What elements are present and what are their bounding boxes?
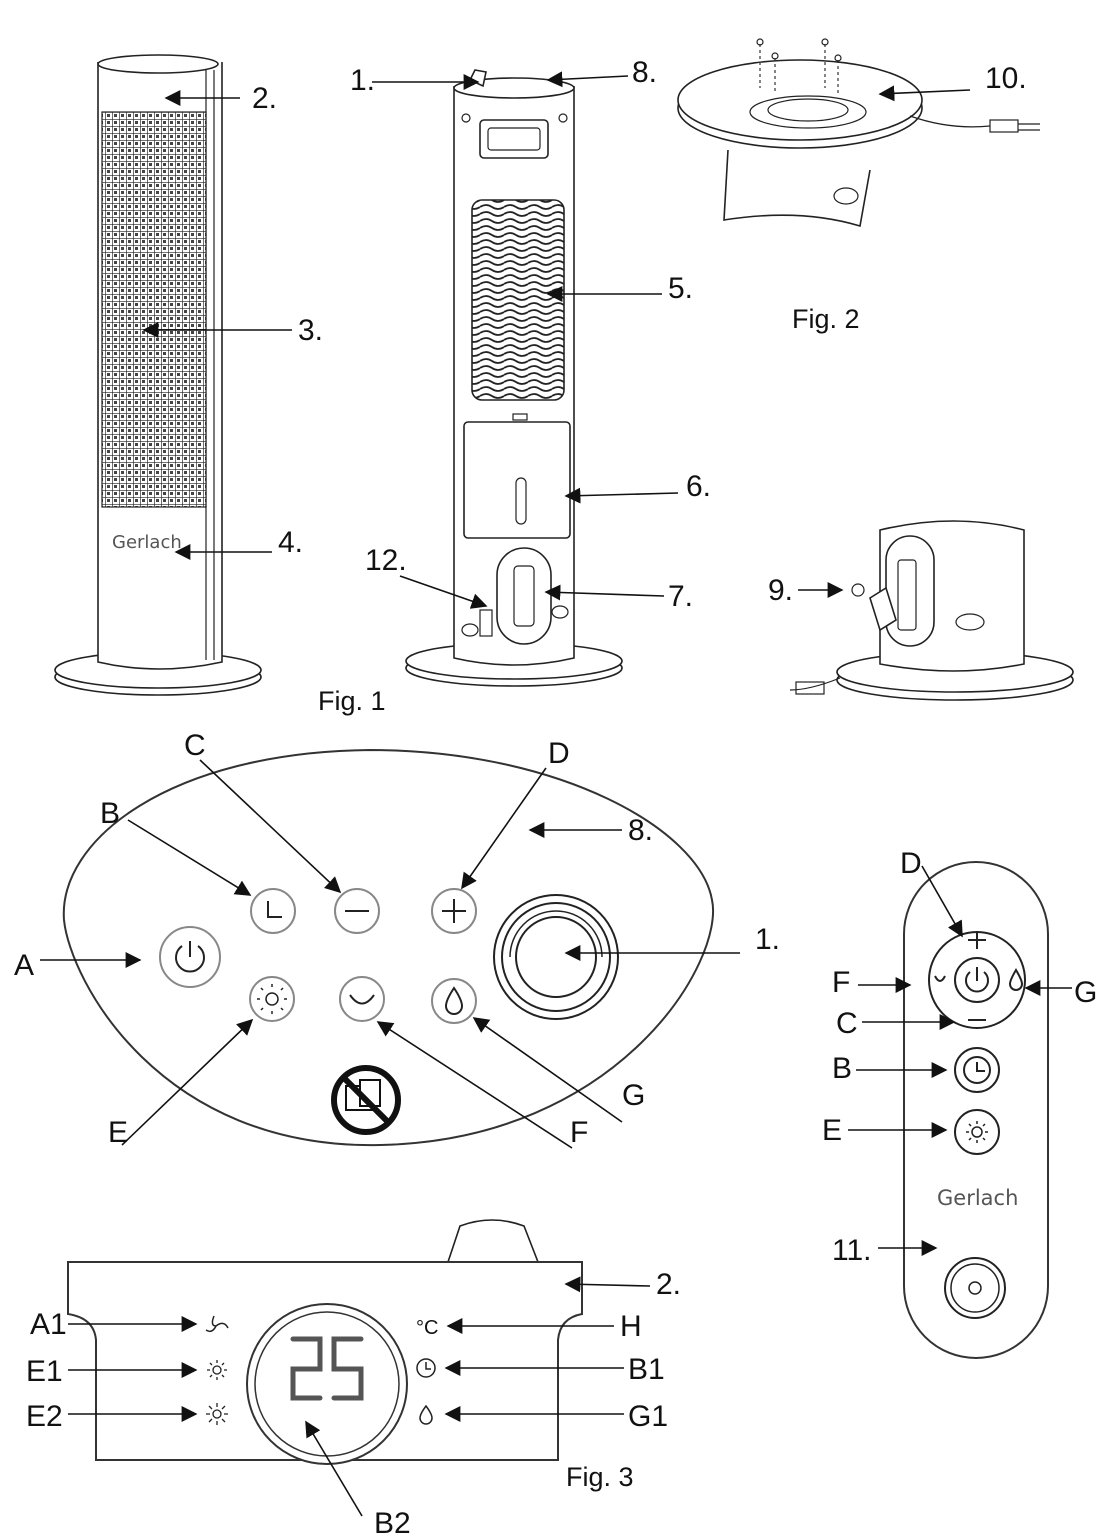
sun-icon	[206, 1403, 228, 1425]
fan-icon	[205, 1315, 229, 1333]
remote-callout-G: G	[1074, 976, 1097, 1009]
timer-icon	[267, 901, 282, 918]
remote-heat-button[interactable]	[954, 1109, 1000, 1155]
display-callout-H: H	[620, 1310, 642, 1343]
panel-plus-button[interactable]	[431, 888, 477, 934]
panel-callout-8: 8.	[628, 814, 653, 847]
callout-9: 9.	[768, 574, 793, 607]
panel-callout-B: B	[100, 797, 120, 830]
panel-water-button[interactable]	[431, 978, 477, 1024]
panel-minus-button[interactable]	[334, 888, 380, 934]
remote-callout-C: C	[836, 1007, 858, 1040]
remote-timer-button[interactable]	[954, 1047, 1000, 1093]
knob-icon	[509, 910, 603, 958]
seven-segment-digits	[290, 1336, 364, 1401]
remote-plus-button[interactable]	[968, 931, 986, 949]
panel-swing-button[interactable]	[339, 976, 385, 1022]
display-callout-B2: B2	[374, 1507, 411, 1537]
sun-icon	[966, 1121, 988, 1143]
remote-callout-11: 11.	[832, 1234, 871, 1267]
display-callout-A1: A1	[30, 1308, 67, 1341]
no-cover-icon	[331, 1065, 401, 1135]
panel-callout-D: D	[548, 737, 570, 770]
remote-swing-button[interactable]	[934, 975, 946, 982]
display-callout-E1: E1	[26, 1355, 63, 1388]
plus-icon	[442, 899, 466, 923]
panel-heat-button[interactable]	[249, 976, 295, 1022]
base-plate-view	[677, 38, 1040, 228]
callout-4: 4.	[278, 526, 303, 559]
power-icon	[175, 941, 205, 973]
panel-callout-A: A	[14, 949, 34, 982]
remote-callout-F: F	[832, 966, 850, 999]
panel-callout-C: C	[184, 729, 206, 762]
water-drop-icon	[419, 1404, 433, 1425]
remote-brand-label: Gerlach	[937, 1186, 1018, 1210]
panel-power-button[interactable]	[159, 926, 221, 988]
display-callout-G1: G1	[628, 1400, 668, 1433]
sun-icon	[257, 984, 287, 1014]
tower-front-view: Gerlach	[54, 54, 262, 696]
callout-2: 2.	[252, 82, 277, 115]
callout-5: 5.	[668, 272, 693, 305]
callout-12: 12.	[365, 544, 407, 577]
figure-caption-1: Fig. 1	[318, 686, 386, 716]
panel-timer-button[interactable]	[250, 888, 296, 934]
sun-icon	[207, 1360, 227, 1380]
remote-callout-E: E	[822, 1114, 842, 1147]
callout-10: 10.	[985, 62, 1027, 95]
clock-icon	[416, 1358, 436, 1378]
display-callout-E2: E2	[26, 1400, 63, 1433]
display-callout-B1: B1	[628, 1353, 665, 1386]
remote-callout-B: B	[832, 1052, 852, 1085]
clock-icon	[963, 1056, 991, 1084]
callout-6: 6.	[686, 470, 711, 503]
figure-caption-3: Fig. 3	[566, 1462, 634, 1492]
figure-caption-2: Fig. 2	[792, 304, 860, 334]
callout-7: 7.	[668, 580, 693, 613]
display-callout-2: 2.	[656, 1268, 681, 1301]
panel-knob[interactable]	[493, 894, 619, 1020]
cord-clip-view	[789, 520, 1074, 701]
remote-power-button[interactable]	[954, 957, 1000, 1003]
power-icon	[965, 967, 989, 993]
remote-water-button[interactable]	[1008, 968, 1024, 991]
control-panel	[62, 748, 715, 1147]
remote-callout-D: D	[900, 847, 922, 880]
callout-3: 3.	[298, 314, 323, 347]
panel-callout-E: E	[108, 1116, 128, 1149]
celsius-symbol: °C	[416, 1317, 438, 1339]
tower-brand-label: Gerlach	[112, 532, 182, 553]
panel-callout-G: G	[622, 1079, 645, 1112]
water-drop-icon	[444, 986, 464, 1015]
swing-icon	[349, 994, 375, 1005]
panel-callout-1: 1.	[755, 923, 780, 956]
panel-callout-F: F	[570, 1116, 588, 1149]
remote-sensor-button[interactable]	[944, 1257, 1006, 1319]
callout-8-top: 8.	[632, 56, 657, 89]
callout-1-top: 1.	[350, 64, 375, 97]
remote-control: Gerlach	[903, 861, 1049, 1359]
display-panel: 25 °C	[67, 1219, 583, 1465]
